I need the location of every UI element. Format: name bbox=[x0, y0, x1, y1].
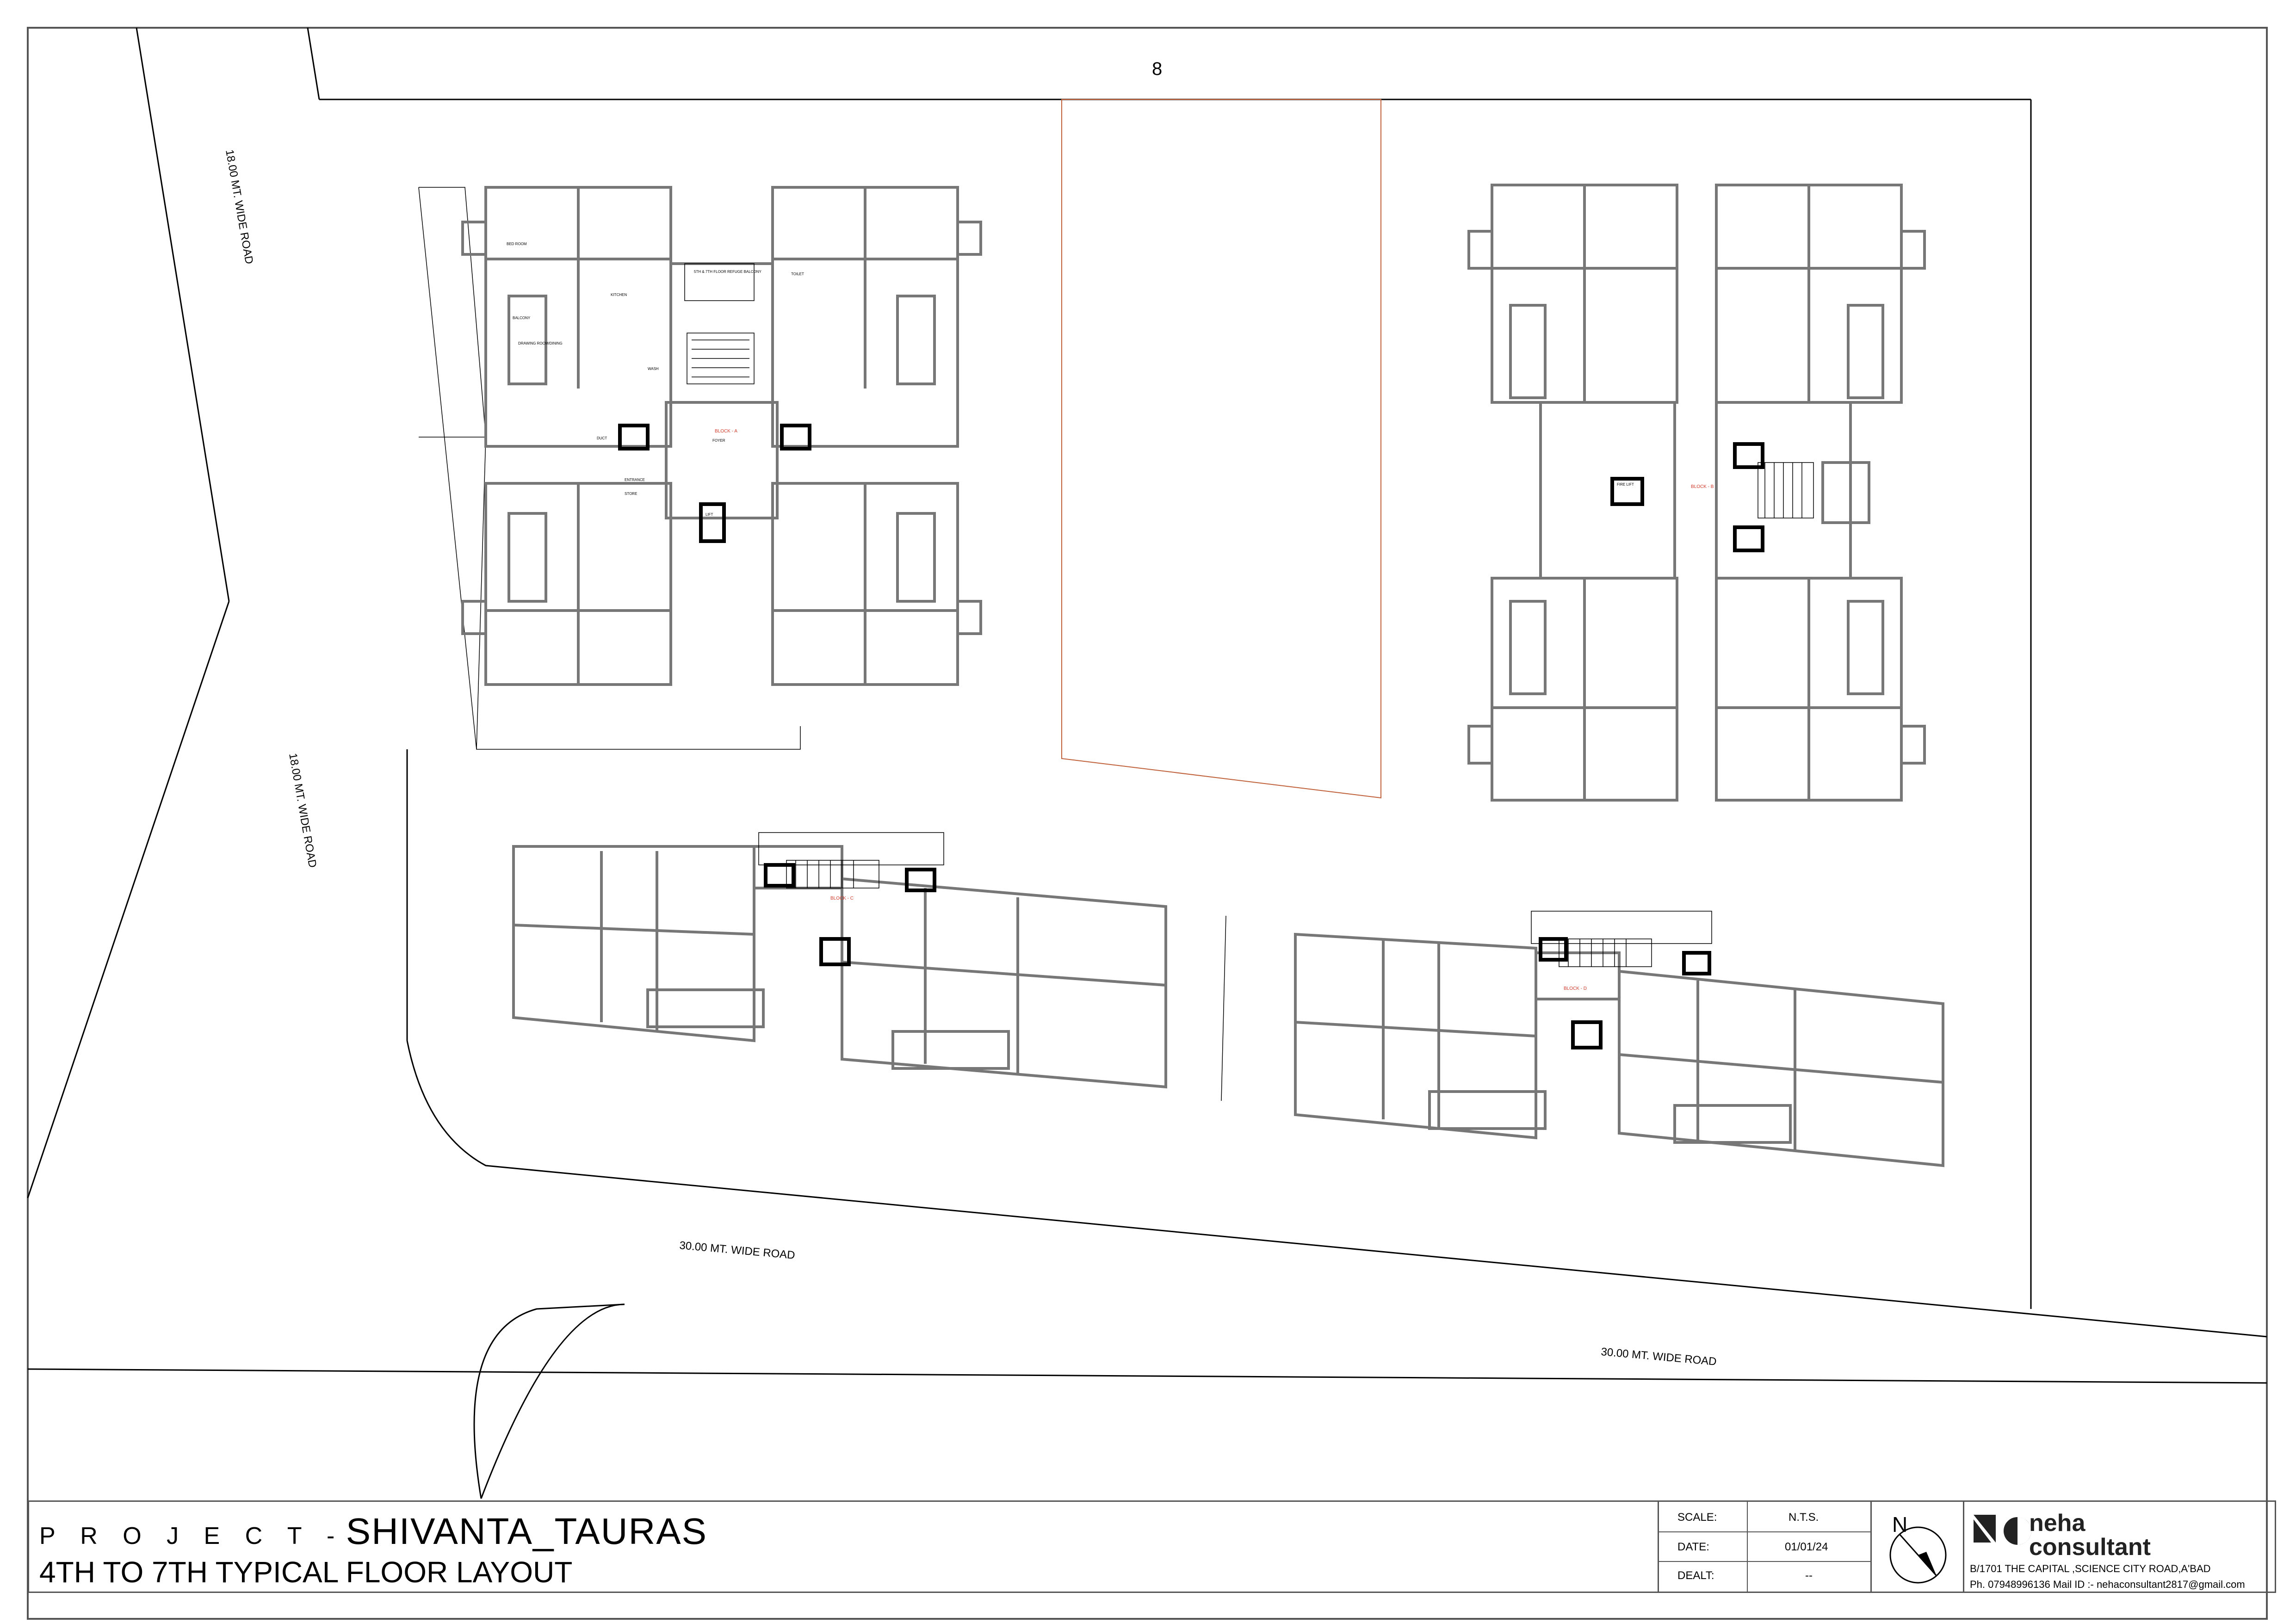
block-d-plan bbox=[1294, 932, 1944, 1167]
block-a-plan bbox=[461, 186, 982, 686]
block-c-plan bbox=[512, 845, 1167, 1089]
room-label: 5TH & 7TH FLOOR REFUGE BALCONY bbox=[694, 270, 761, 274]
room-label: ENTRANCE bbox=[625, 478, 645, 482]
room-label: DUCT bbox=[597, 436, 607, 440]
sheet-title: 4TH TO 7TH TYPICAL FLOOR LAYOUT bbox=[39, 1555, 573, 1589]
road-label-left-upper: 18.00 MT. WIDE ROAD bbox=[223, 148, 255, 265]
dealt-label: DEALT: bbox=[1677, 1569, 1714, 1582]
block-a-tag: BLOCK - A bbox=[715, 429, 737, 434]
scale-value: N.T.S. bbox=[1789, 1511, 1819, 1524]
firm-name: neha consultant bbox=[2029, 1511, 2151, 1559]
road-label-bottom-left: 30.00 MT. WIDE ROAD bbox=[679, 1239, 795, 1262]
title-block: P R O J E C T - SHIVANTA_TAURAS 4TH TO 7… bbox=[28, 1500, 2276, 1593]
room-label: FOYER bbox=[712, 438, 725, 443]
block-a-core bbox=[618, 424, 811, 543]
road-label-left-lower: 18.00 MT. WIDE ROAD bbox=[286, 752, 319, 869]
room-label: KITCHEN bbox=[611, 293, 627, 297]
scale-label: SCALE: bbox=[1677, 1511, 1717, 1524]
project-name: SHIVANTA_TAURAS bbox=[346, 1511, 708, 1552]
room-label: WASH bbox=[648, 367, 659, 371]
north-arrow-icon bbox=[1889, 1526, 1947, 1584]
meta-table: SCALE: N.T.S. DATE: 01/01/24 DEALT: -- bbox=[1658, 1502, 1872, 1592]
block-a-stair bbox=[684, 263, 755, 384]
plot-number: 8 bbox=[1152, 59, 1162, 79]
firm-logo-icon bbox=[1974, 1515, 2031, 1545]
block-b-tag: BLOCK - B bbox=[1691, 484, 1714, 489]
north-label: N bbox=[1892, 1512, 1908, 1537]
block-b-core bbox=[1610, 442, 1764, 552]
block-b-plan bbox=[1467, 184, 1926, 802]
room-label: TOILET bbox=[791, 272, 804, 276]
block-d-stair bbox=[1531, 911, 1712, 967]
block-d-tag: BLOCK - D bbox=[1564, 986, 1587, 991]
road-label-bottom-right: 30.00 MT. WIDE ROAD bbox=[1600, 1345, 1717, 1368]
firm-panel: neha consultant B/1701 THE CAPITAL ,SCIE… bbox=[1963, 1502, 2275, 1592]
north-arrow-panel: N bbox=[1870, 1502, 1963, 1592]
firm-address: B/1701 THE CAPITAL ,SCIENCE CITY ROAD,A'… bbox=[1970, 1563, 2211, 1574]
firm-name-line2: consultant bbox=[2029, 1534, 2151, 1561]
firm-contact: Ph. 07948996136 Mail ID :- nehaconsultan… bbox=[1970, 1579, 2245, 1590]
open-plot-area bbox=[1061, 99, 1381, 799]
room-label: BALCONY bbox=[513, 316, 531, 320]
project-prefix: P R O J E C T - bbox=[39, 1523, 344, 1549]
room-label: STORE bbox=[625, 492, 637, 496]
site-boundary bbox=[418, 187, 1226, 1101]
sheet-border bbox=[27, 27, 2268, 1620]
block-d-core bbox=[1539, 937, 1711, 1049]
road-edges bbox=[27, 27, 2267, 1499]
dealt-value: -- bbox=[1805, 1569, 1813, 1582]
room-label: BED ROOM bbox=[507, 242, 527, 246]
date-label: DATE: bbox=[1677, 1541, 1709, 1553]
block-b-stair bbox=[1758, 462, 1814, 518]
room-label: LIFT bbox=[706, 512, 713, 517]
block-c-core bbox=[764, 863, 936, 966]
project-line: P R O J E C T - SHIVANTA_TAURAS bbox=[39, 1510, 707, 1553]
block-c-stair bbox=[758, 832, 944, 889]
room-label: FIRE LIFT bbox=[1617, 482, 1634, 487]
date-value: 01/01/24 bbox=[1785, 1541, 1828, 1553]
block-c-tag: BLOCK - C bbox=[830, 896, 854, 901]
firm-name-line1: neha bbox=[2029, 1510, 2086, 1537]
room-label: DRAWING ROOM/DINING bbox=[518, 341, 563, 346]
